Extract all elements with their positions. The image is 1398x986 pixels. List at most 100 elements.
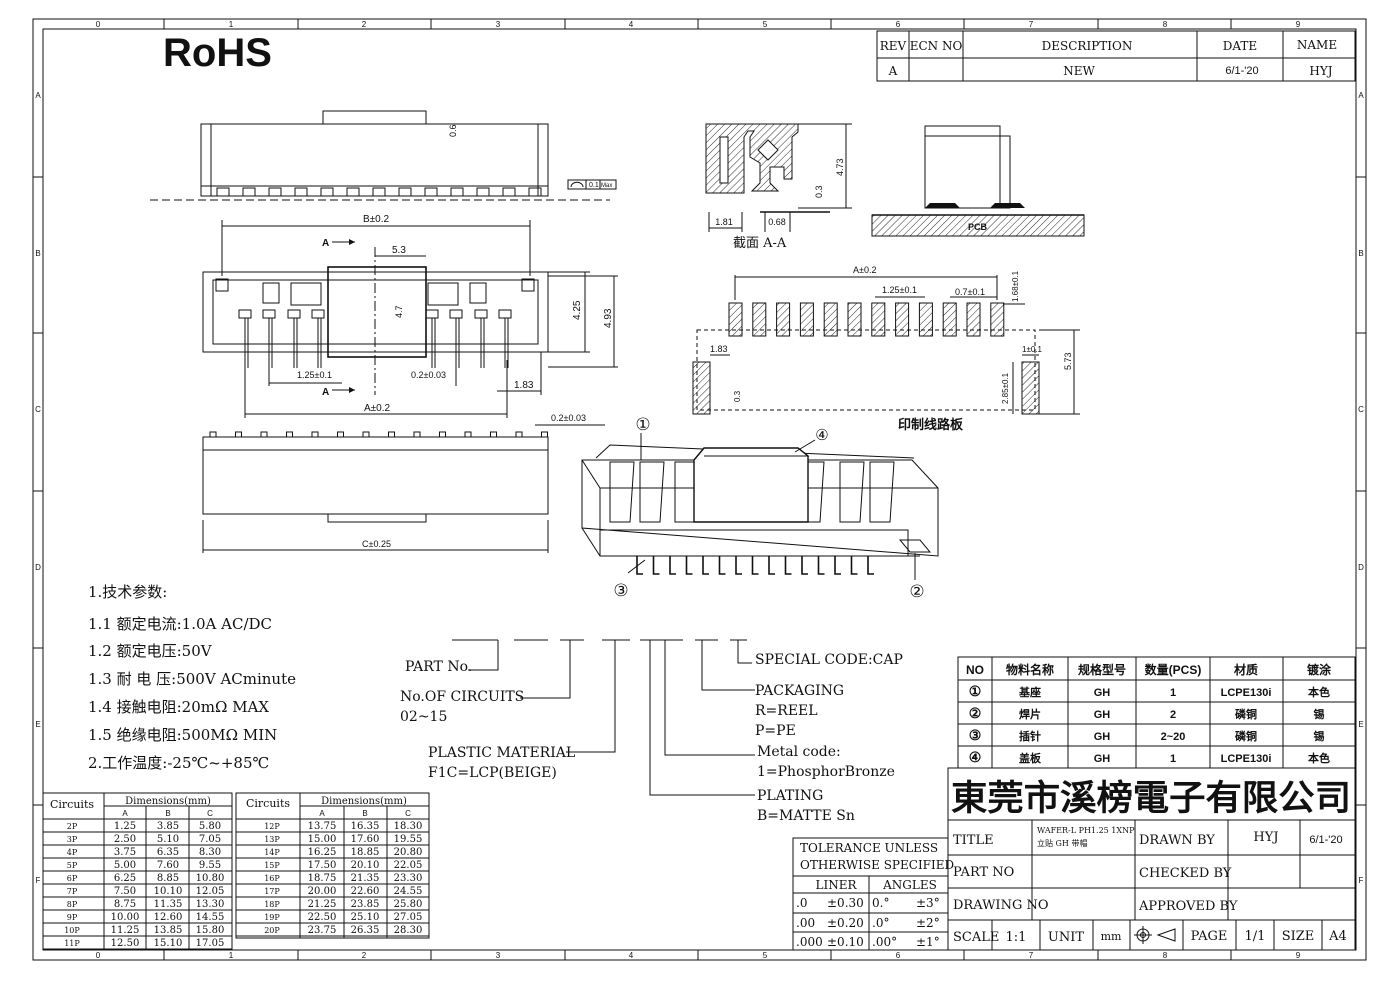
table-cell: 26.35 [351,925,380,936]
bom-header: 规格型号 [1078,662,1126,677]
pin [636,556,643,575]
bom-cell: GH [1094,731,1111,743]
title-block: 東莞市溪榜電子有限公司 TITLE WAFER-L PH1.25 1XNP 立贴… [947,767,1356,951]
table-cell: 11.35 [154,899,183,910]
pcb-dim-a: A±0.2 [853,265,876,275]
pin [311,431,319,438]
pin [337,431,344,438]
table-cell: 6.25 [114,873,136,884]
table-cell: 4P [67,848,78,857]
section-arrow-top: A [322,238,329,249]
cavity [609,461,635,523]
table-cell: 12.50 [111,938,140,949]
scale-label: SCALE [953,930,999,945]
table-cell: 12.60 [154,912,183,923]
bom-cell: 盖板 [1019,751,1042,765]
dim-pitch: 1.25±0.1 [297,370,332,380]
pin [702,556,709,575]
table-cell: 15.10 [154,938,183,949]
dim-181: 1.81 [715,217,733,227]
size-label: SIZE [1282,929,1315,944]
table-cell: 6.35 [157,847,179,858]
connector-front-view: B±0.2 A 5.3 4.7 4.25 4.93 1.25±0.1 0.2±0… [202,214,618,418]
table-cell: 7.50 [114,886,136,897]
bom-cell: 本色 [1308,751,1330,765]
cavity [839,461,865,523]
circuits-header-right: Circuits [246,797,290,810]
plating-label: PLATING [757,788,823,804]
circuits-label: No.OF CIRCUITS [400,689,524,705]
bom-cell: 1 [1170,753,1176,765]
table-cell: 3.85 [157,821,179,832]
bom-cell: 锡 [1314,729,1325,743]
table-cell: 16.25 [308,847,337,858]
pin [850,556,858,575]
col-c-left: C [207,809,213,818]
zone-number-top: 9 [1296,20,1301,29]
rev-value: A [888,64,898,78]
table-cell: 20.00 [308,886,337,897]
solder-pad [918,302,933,337]
zone-letter-left: D [35,563,41,572]
drawn-by-label: DRAWN BY [1139,833,1215,848]
cavity [869,461,895,523]
table-cell: 9P [67,913,78,922]
contact-window [498,309,512,319]
contact-window [287,309,301,319]
table-cell: 10P [64,926,80,935]
contact-window [474,309,488,319]
bom-cell: ③ [969,727,982,743]
table-cell: 25.80 [394,899,423,910]
drawing-no-label: DRAWING NO [953,898,1049,913]
table-cell: 7.05 [199,834,221,845]
spec-line-3: 1.3 耐 电 压:500V ACminute [88,670,296,688]
zone-letter-left: E [35,720,40,729]
bom-cell: LCPE130i [1221,687,1272,699]
pin [784,556,792,575]
table-cell: 5.10 [157,834,179,845]
tolerance-cell: ±0.10 [827,935,864,949]
dim-53: 5.3 [392,245,406,256]
table-cell: 8.30 [199,847,221,858]
pin [718,556,726,575]
table-cell: 2.50 [114,834,136,845]
pin [464,431,472,438]
tolerance-cell: ±3° [916,896,940,910]
pin [801,556,808,575]
name-header: NAME [1297,38,1337,52]
drawn-date: 6/1-'20 [1309,834,1342,846]
pin [528,187,542,197]
tolerance-cell: .000 [796,935,823,949]
zone-number-bottom: 9 [1296,951,1301,960]
table-cell: 17.05 [196,938,225,949]
pin [439,431,446,438]
table-cell: 5.80 [199,821,221,832]
solder-pad [990,302,1005,337]
tolerance-cell: 0.° [872,896,889,910]
table-cell: 10.80 [196,873,225,884]
pin [260,431,268,438]
table-cell: 10.10 [154,886,183,897]
zone-number-top: 0 [96,20,101,29]
connector-top-view: 0.6 0.1 Max [150,110,617,201]
section-label: 截面 A-A [733,236,787,251]
zone-number-bottom: 0 [96,951,101,960]
callout-2: ② [909,582,924,602]
date-header: DATE [1223,39,1257,53]
col-b-left: B [165,809,170,818]
table-cell: 8.75 [114,899,136,910]
table-cell: 22.05 [394,860,423,871]
flatness-max: Max [601,183,612,189]
table-cell: 16.35 [351,821,380,832]
table-cell: 8P [67,900,78,909]
bom-cell: LCPE130i [1221,753,1272,765]
table-cell: 28.30 [394,925,423,936]
solder-pad [728,302,743,337]
table-cell: 5.00 [114,860,136,871]
checked-by-label: CHECKED BY [1139,866,1232,881]
table-cell: 11.25 [111,925,140,936]
pcb-label: PCB [968,222,988,232]
sheet-border [32,18,1367,961]
col-a-right: A [319,809,325,818]
